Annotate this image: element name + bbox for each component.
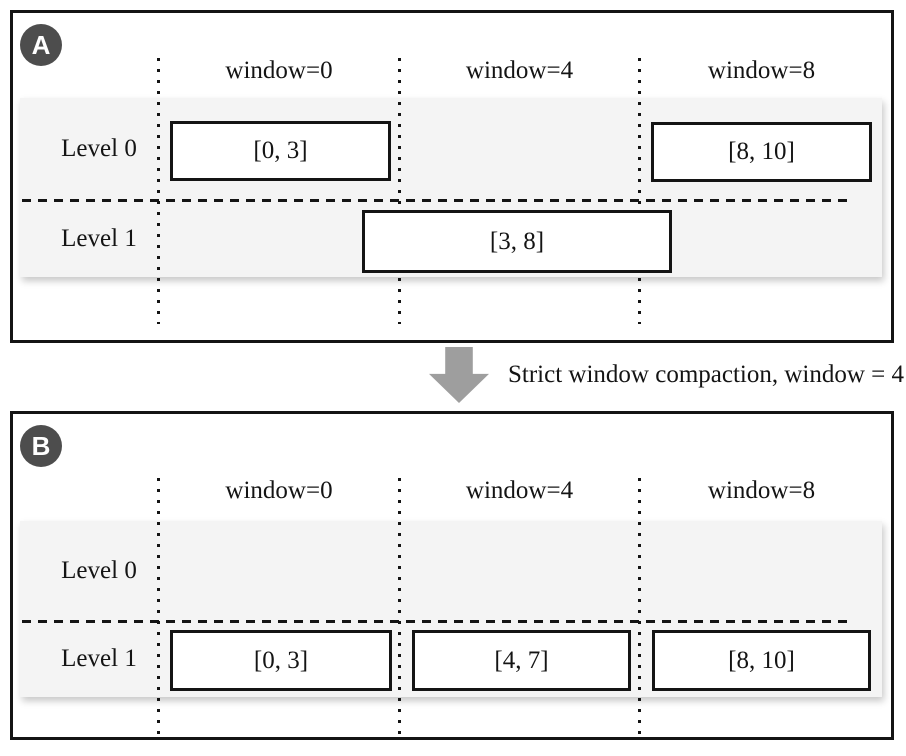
panel-b: B window=0 window=4 window=8 Level 0 Lev…	[10, 411, 894, 740]
down-arrow-icon	[429, 347, 489, 403]
column-label-window-8: window=8	[707, 477, 816, 504]
transition-label: Strict window compaction, window = 4	[508, 361, 904, 388]
column-label-window-0: window=0	[225, 477, 333, 504]
row-label-level-0: Level 0	[61, 557, 137, 584]
panel-b-badge: B	[20, 425, 62, 467]
range-box: [0, 3]	[170, 121, 391, 181]
window-0-boundary-line	[157, 478, 160, 737]
row-label-level-0: Level 0	[61, 135, 137, 162]
range-box: [4, 7]	[412, 630, 631, 691]
column-label-window-8: window=8	[707, 57, 816, 84]
window-4-boundary-line	[398, 58, 401, 324]
window-0-boundary-line	[157, 58, 160, 324]
level-separator-line	[22, 199, 850, 202]
window-4-boundary-line	[398, 478, 401, 737]
window-8-boundary-line	[638, 58, 641, 324]
column-label-window-4: window=4	[465, 57, 574, 84]
level-separator-line	[22, 620, 850, 623]
column-label-window-0: window=0	[225, 57, 333, 84]
panel-a: A window=0 window=4 window=8 Level 0 Lev…	[10, 10, 894, 343]
range-box: [8, 10]	[652, 630, 871, 691]
column-label-window-4: window=4	[465, 477, 574, 504]
range-box: [8, 10]	[651, 122, 872, 182]
row-label-level-1: Level 1	[61, 225, 137, 252]
range-box: [3, 8]	[362, 210, 672, 273]
row-label-level-1: Level 1	[61, 645, 137, 672]
range-box: [0, 3]	[170, 630, 392, 691]
panel-a-badge: A	[20, 24, 62, 66]
window-8-boundary-line	[638, 478, 641, 737]
